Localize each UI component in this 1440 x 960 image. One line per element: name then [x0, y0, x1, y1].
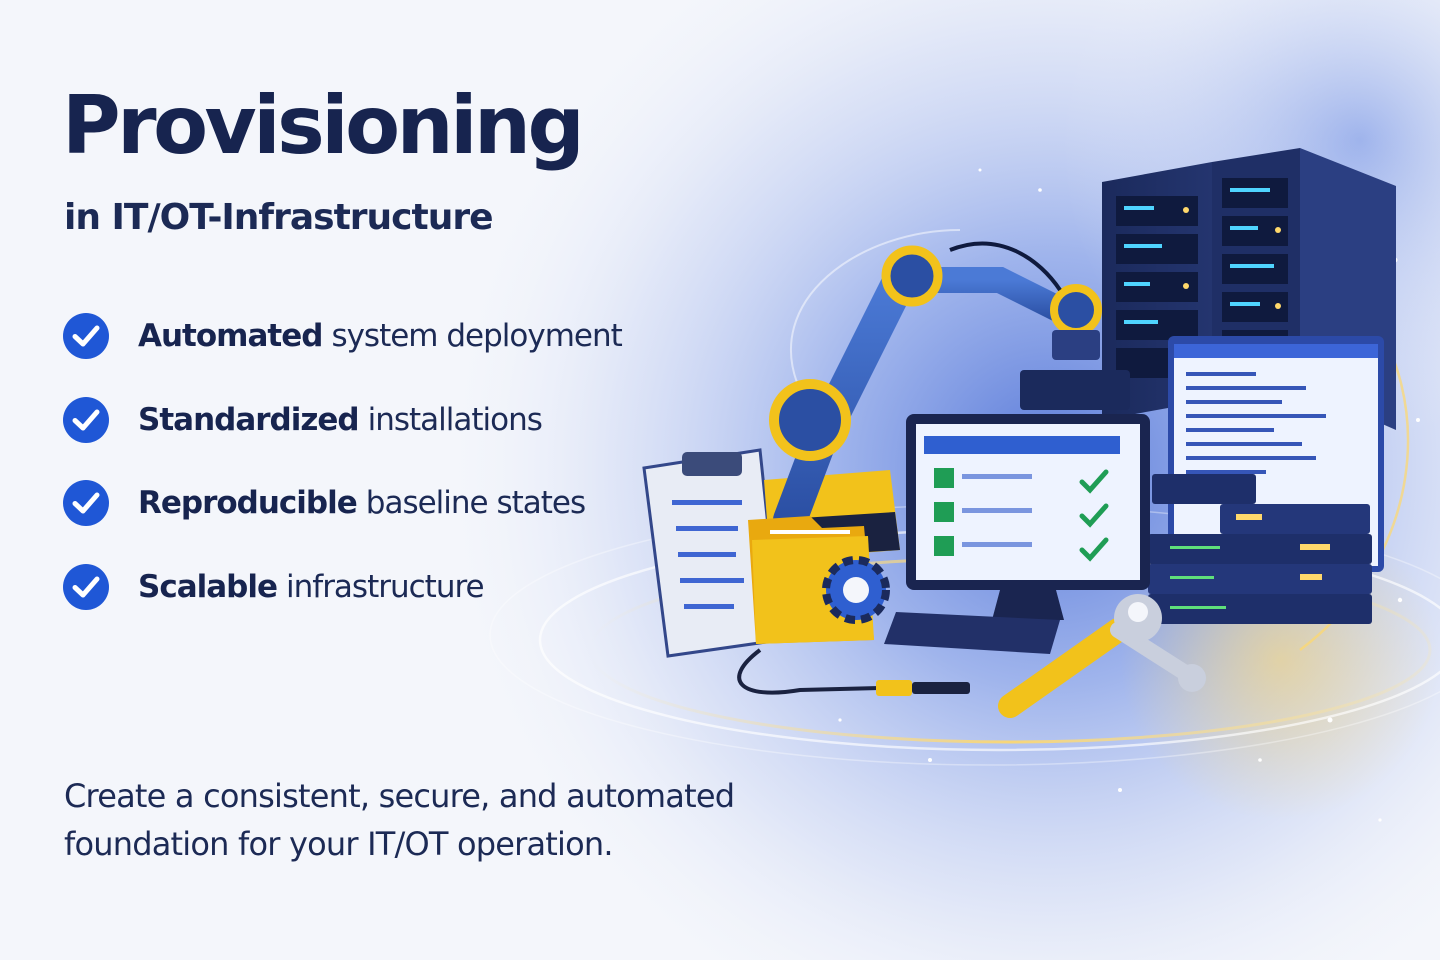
feature-description: system deployment [331, 318, 622, 354]
feature-description: infrastructure [286, 568, 485, 605]
check-square-icon [934, 468, 954, 556]
check-circle-icon [63, 480, 109, 526]
feature-keyword: Standardized [138, 401, 360, 438]
feature-keyword: Automated [138, 318, 323, 354]
wrench-icon [998, 594, 1206, 718]
feature-keyword: Scalable [138, 568, 278, 605]
page-subtitle: in IT/OT-Infrastructure [64, 197, 494, 238]
gear-icon [822, 556, 890, 624]
tagline-line-1: Create a consistent, secure, and automat… [64, 777, 735, 815]
tagline-line-2: foundation for your IT/OT operation. [64, 825, 614, 863]
cable-icon [737, 648, 970, 696]
monitor-icon [884, 414, 1150, 654]
tagline: Create a consistent, secure, and automat… [64, 772, 784, 868]
check-circle-icon [63, 563, 109, 610]
switch-stack-icon [1148, 474, 1372, 624]
check-circle-icon [63, 313, 109, 359]
feature-description: installations [367, 401, 543, 438]
page-title: Provisioning [62, 79, 585, 172]
feature-description: baseline states [365, 485, 586, 521]
check-circle-icon [63, 396, 109, 443]
feature-keyword: Reproducible [138, 485, 358, 521]
